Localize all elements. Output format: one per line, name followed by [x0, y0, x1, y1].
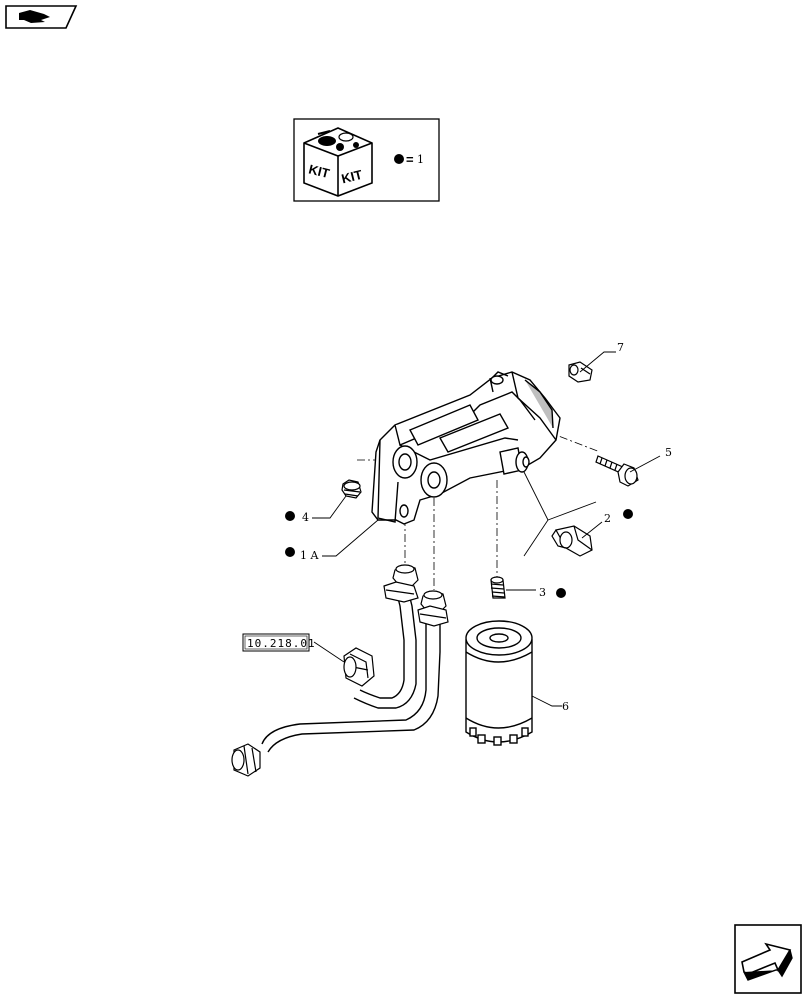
kit-label-right: KIT: [340, 167, 364, 187]
forward-arrow-icon[interactable]: [734, 924, 802, 994]
part-5-bolt: [595, 455, 639, 487]
part-6-oil-filter: [465, 620, 533, 746]
kit-dot-icon: [623, 509, 633, 519]
kit-dot-icon: [556, 588, 566, 598]
part-3-stud: [490, 576, 506, 599]
kit-box-icon: KIT KIT: [303, 127, 373, 197]
kit-dot-icon: [285, 547, 295, 557]
callout-5: 5: [665, 446, 672, 459]
oil-pipes: [261, 597, 441, 753]
reference-box[interactable]: 10.218.01: [242, 633, 316, 652]
pipe-fittings: [231, 564, 449, 777]
back-arrow-icon[interactable]: [5, 5, 78, 29]
callout-4: 4: [302, 511, 309, 524]
callout-1a: 1 A: [300, 549, 319, 562]
callout-7: 7: [617, 341, 624, 354]
filter-head-bracket: [371, 371, 561, 525]
part-2-fitting: [551, 525, 593, 557]
callout-6: 6: [562, 700, 569, 713]
reference-code: 10.218.01: [247, 637, 316, 650]
kit-dot-icon: [285, 511, 295, 521]
leader-lines: [312, 351, 661, 707]
kit-markers: [285, 509, 633, 598]
legend-equals: =: [406, 152, 414, 167]
kit-legend: KIT KIT = 1: [293, 118, 440, 202]
callout-2: 2: [604, 512, 611, 525]
kit-dot-icon: [394, 154, 404, 164]
callout-3: 3: [539, 586, 546, 599]
legend-value: 1: [417, 153, 424, 166]
part-4-nut: [341, 479, 362, 499]
kit-label-left: KIT: [307, 162, 331, 182]
